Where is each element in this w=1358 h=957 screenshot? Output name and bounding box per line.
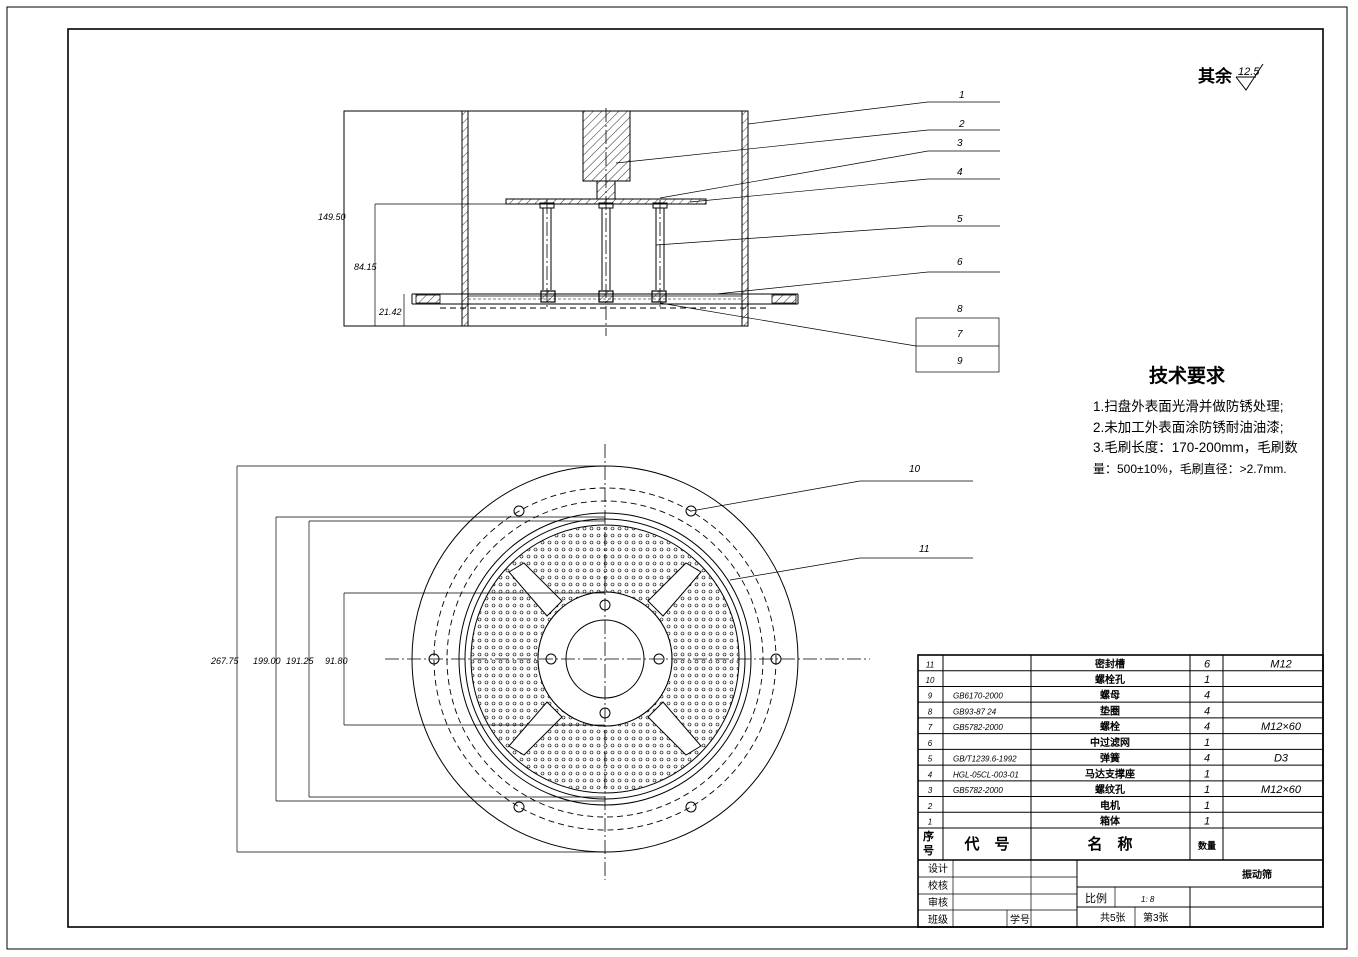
inner-border <box>67 28 1324 928</box>
dim-149-50: 149.50 <box>318 212 346 222</box>
bom-cell-no: 11 <box>926 660 934 669</box>
tech-line-3: 3.毛刷长度：170-200mm，毛刷数 <box>1093 440 1298 455</box>
bom-cell-qty: 4 <box>1204 721 1210 733</box>
dim-21-42: 21.42 <box>378 307 402 317</box>
leader-6: 6 <box>957 257 963 268</box>
bom-cell-code: GB5782-2000 <box>953 786 1003 795</box>
tb-sheets-total: 共5张 <box>1100 912 1126 924</box>
bom-cell-name: 中过滤网 <box>1090 736 1130 749</box>
plan-view: 267.75 199.00 191.25 91.80 10 11 <box>210 444 973 880</box>
section-leaders: 1 2 3 4 5 6 8 7 9 <box>615 90 1000 373</box>
bom-header-no-1: 序 <box>923 829 934 843</box>
tech-line-2: 2.未加工外表面涂防锈耐油油漆; <box>1093 420 1284 435</box>
bom-cell-no: 2 <box>927 802 933 811</box>
dim-267-75: 267.75 <box>210 656 240 666</box>
plan-dimensions <box>236 465 605 853</box>
roughness-prefix: 其余 <box>1198 66 1233 86</box>
bom-cell-qty: 1 <box>1204 800 1210 812</box>
bom-cell-qty: 1 <box>1204 816 1210 828</box>
bom-cell-no: 8 <box>928 707 933 716</box>
bom-cell-no: 9 <box>928 692 933 701</box>
bom-cell-name: 马达支撑座 <box>1085 767 1135 780</box>
bom-cell-no: 5 <box>928 755 933 764</box>
leader-9: 9 <box>957 356 963 367</box>
bom-cell-name: 弹簧 <box>1100 752 1120 765</box>
tb-label-class: 班级 <box>928 914 948 926</box>
tb-label-design: 设计 <box>928 862 948 875</box>
bom-cell-code: GB6170-2000 <box>953 692 1003 701</box>
dim-199-00: 199.00 <box>253 656 281 666</box>
dim-91-80: 91.80 <box>325 656 348 666</box>
leader-4: 4 <box>957 167 963 178</box>
bom-cell-qty: 6 <box>1204 658 1211 670</box>
leader-1: 1 <box>959 90 965 101</box>
bom-cell-name: 螺栓 <box>1100 720 1120 733</box>
bom-cell-name: 垫圈 <box>1100 704 1120 717</box>
bom-cell-remark: M12 <box>1270 658 1291 670</box>
tb-scale-value: 1: 8 <box>1141 895 1155 904</box>
bom-cell-code: GB5782-2000 <box>953 723 1003 732</box>
bom-cell-name: 电机 <box>1100 799 1120 812</box>
bom-cell-no: 6 <box>928 739 933 748</box>
bom-cell-no: 7 <box>928 723 933 732</box>
roughness-value: 12.5 <box>1238 66 1260 78</box>
bom-cell-name: 箱体 <box>1100 815 1121 828</box>
left-wall <box>461 110 469 327</box>
bom-header-no-2: 号 <box>923 844 934 857</box>
bom-cell-qty: 4 <box>1204 690 1210 702</box>
bom-cell-no: 3 <box>928 786 933 795</box>
tb-drawing-name: 振动筛 <box>1242 868 1272 881</box>
bom-cell-qty: 1 <box>1204 737 1210 749</box>
outer-border <box>6 6 1348 950</box>
title-block: 设计 校核 审核 班级 学号 振动筛 比例 1: 8 共5张 第3张 <box>918 860 1323 927</box>
tb-label-student-no: 学号 <box>1010 913 1030 926</box>
leader-11: 11 <box>919 544 929 555</box>
bom-cell-qty: 1 <box>1204 784 1210 796</box>
tb-scale-label: 比例 <box>1085 891 1107 905</box>
leader-5: 5 <box>957 214 963 225</box>
bom-header-qty: 数量 <box>1198 840 1216 851</box>
dim-191-25: 191.25 <box>286 656 315 666</box>
bom-cell-qty: 4 <box>1204 753 1210 765</box>
bom-cell-no: 4 <box>928 770 933 779</box>
bom-cell-remark: M12×60 <box>1261 721 1302 733</box>
bom-cell-no: 1 <box>928 818 932 827</box>
right-wall <box>741 110 749 327</box>
dim-84-15: 84.15 <box>354 262 378 272</box>
leader-7: 7 <box>957 329 963 340</box>
bom-cell-name: 密封槽 <box>1095 657 1125 670</box>
section-view: 149.50 84.15 21.42 1 2 3 4 5 6 8 7 9 <box>318 90 1000 373</box>
bom-cell-qty: 4 <box>1204 705 1210 717</box>
leader-10: 10 <box>909 464 921 475</box>
tb-label-review: 审核 <box>928 896 948 909</box>
tech-requirements: 技术要求 1.扫盘外表面光滑并做防锈处理; 2.未加工外表面涂防锈耐油油漆; 3… <box>1093 364 1298 476</box>
bom-cell-name: 螺纹孔 <box>1095 783 1125 796</box>
leader-8: 8 <box>957 304 963 315</box>
tech-title: 技术要求 <box>1149 364 1226 387</box>
leader-2: 2 <box>958 119 965 130</box>
tech-line-1: 1.扫盘外表面光滑并做防锈处理; <box>1093 398 1284 414</box>
bom-cell-name: 螺栓孔 <box>1095 673 1125 686</box>
bom-cell-remark: D3 <box>1274 753 1289 765</box>
bom-cell-no: 10 <box>926 676 935 685</box>
bom-cell-remark: M12×60 <box>1261 784 1302 796</box>
bom-header-code: 代 号 <box>963 835 1009 853</box>
motor <box>582 110 631 182</box>
bom-cell-code: GB/T1239.6-1992 <box>953 755 1017 764</box>
bom-cell-qty: 1 <box>1204 768 1210 780</box>
support-ribs <box>508 562 702 756</box>
bom-cell-qty: 1 <box>1204 674 1210 686</box>
roughness-symbol: 其余 12.5 <box>1198 63 1264 91</box>
tb-label-check: 校核 <box>928 879 948 892</box>
tb-sheet-no: 第3张 <box>1143 911 1169 924</box>
bom-cell-code: HGL-05CL-003-01 <box>953 770 1019 779</box>
bom-cell-name: 螺母 <box>1100 689 1120 702</box>
leader-3: 3 <box>957 138 963 149</box>
bom-cell-code: GB93-87 24 <box>953 707 997 716</box>
bom-header-name: 名 称 <box>1087 835 1132 853</box>
tech-line-4: 量：500±10%，毛刷直径：>2.7mm. <box>1093 462 1287 476</box>
